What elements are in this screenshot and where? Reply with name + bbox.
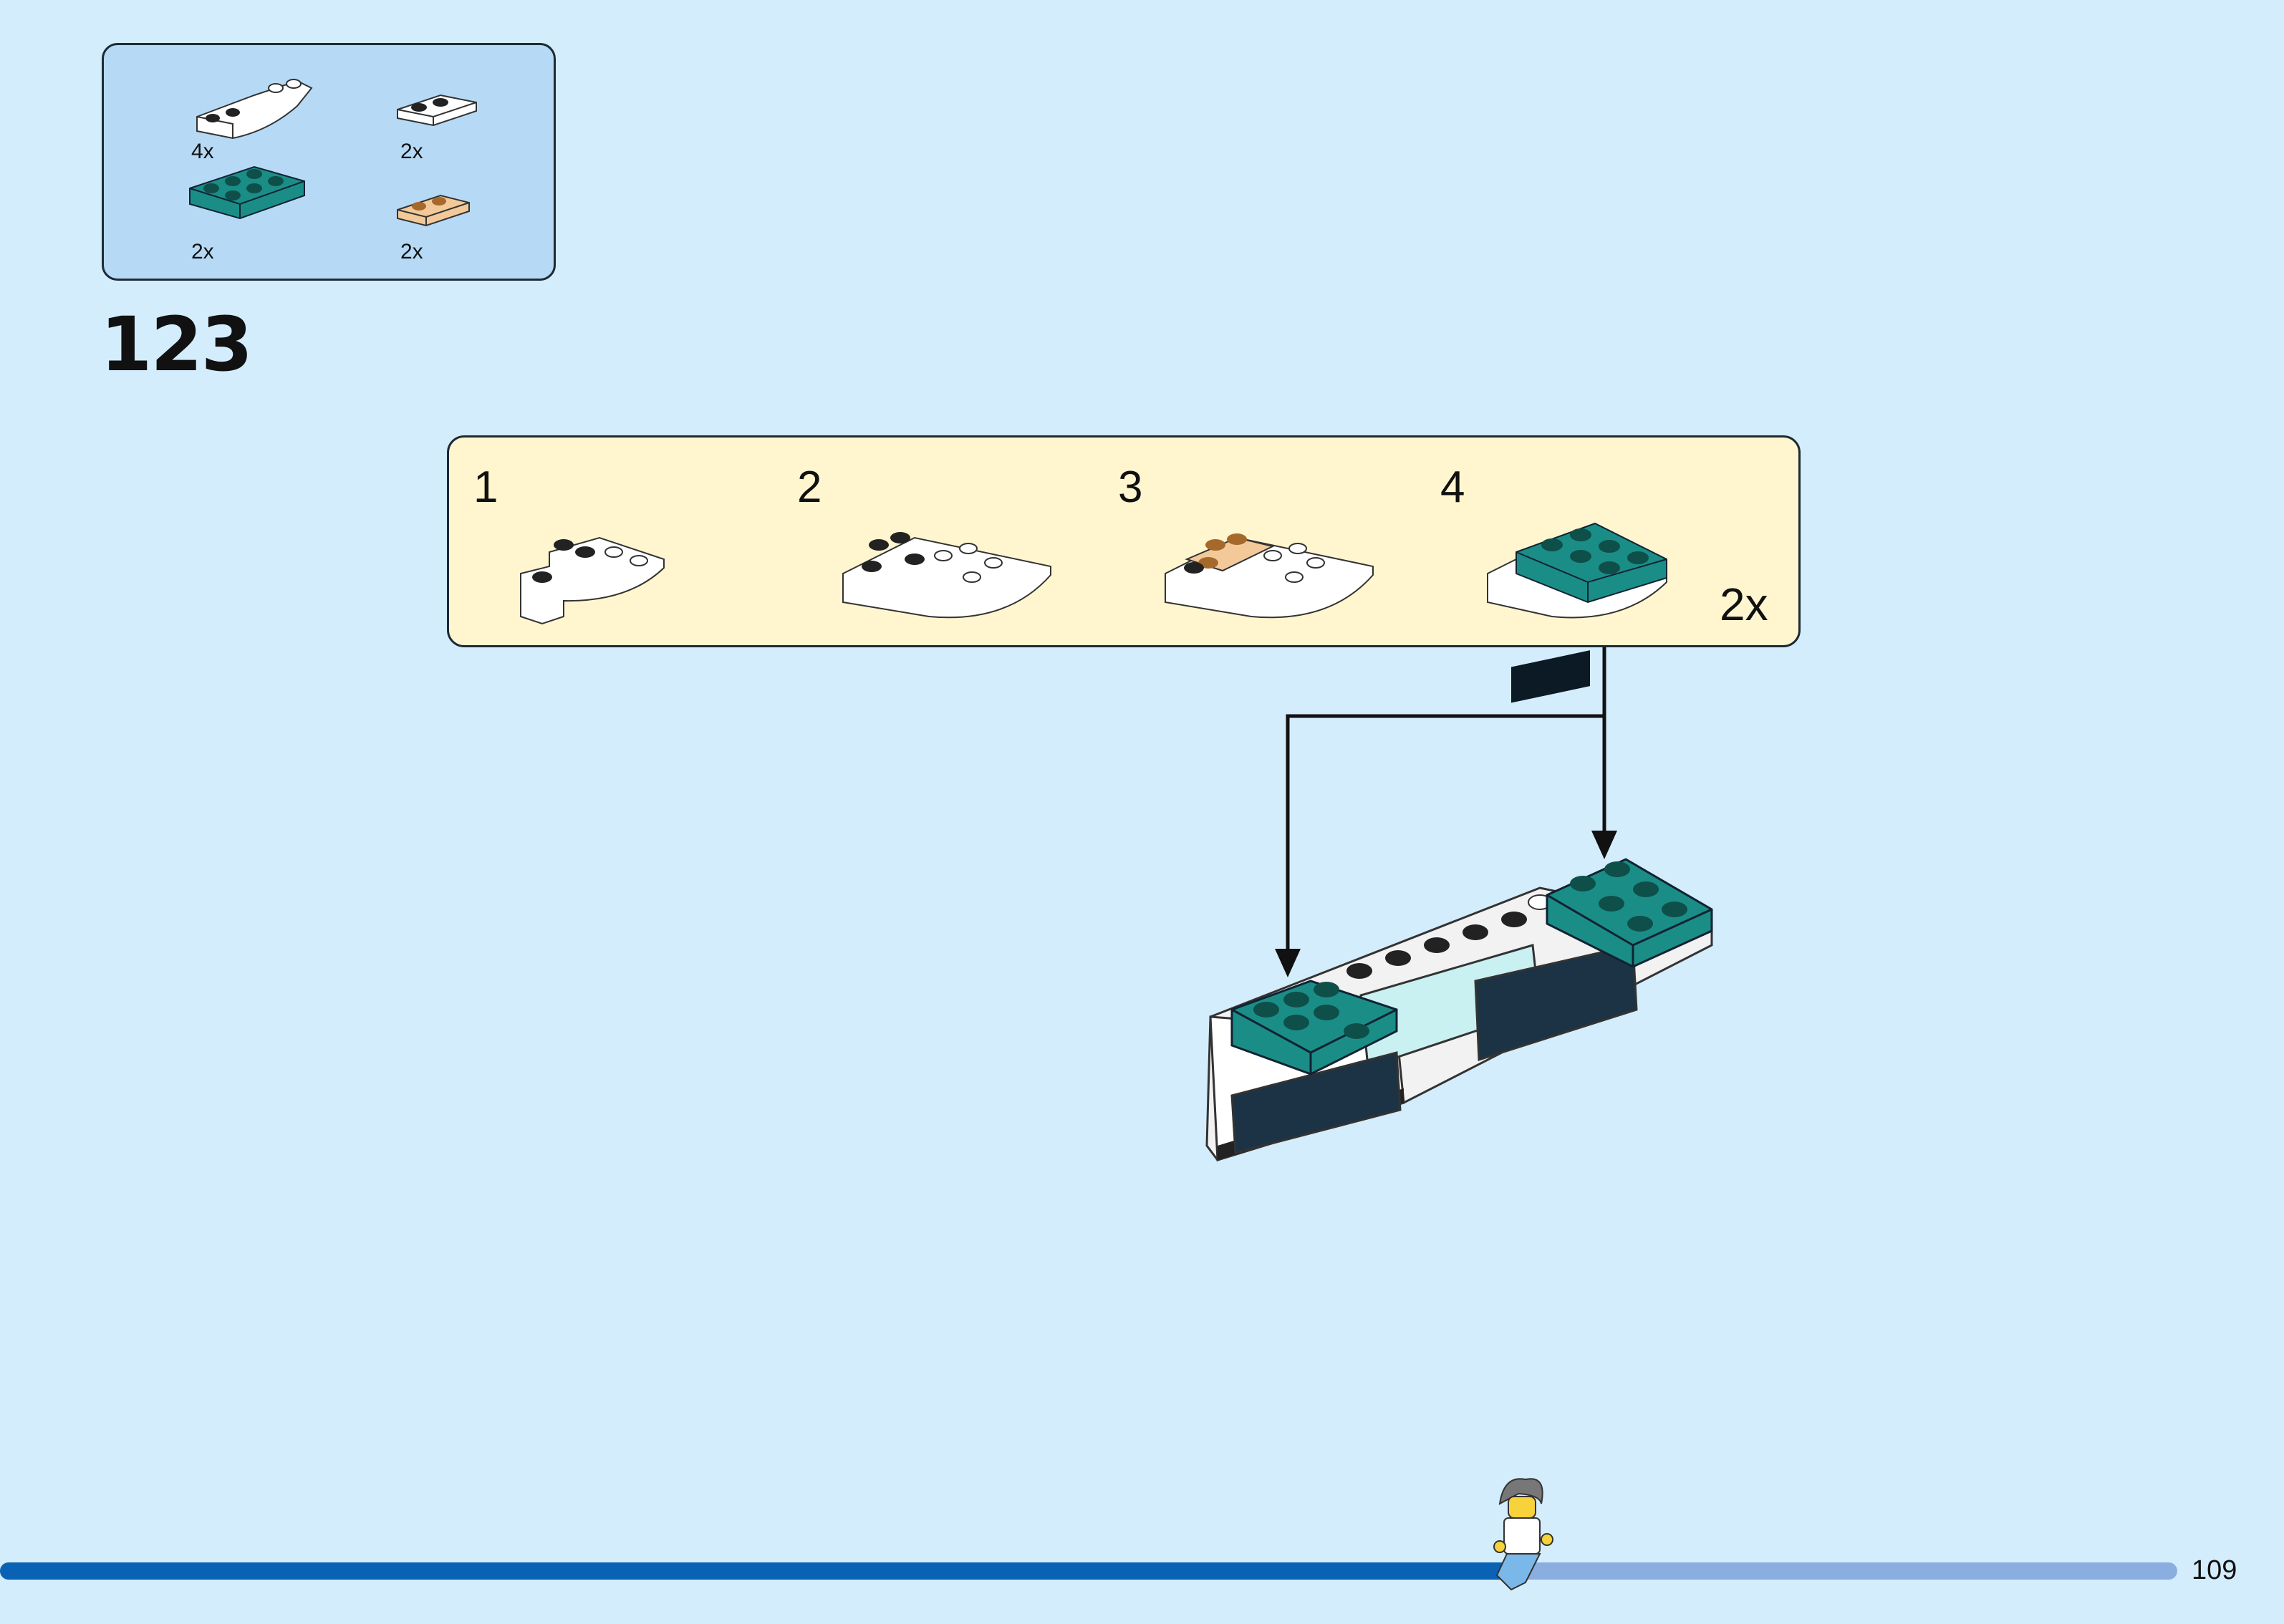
placement-arrows <box>1275 647 1617 977</box>
substep-label: 1 <box>473 463 498 512</box>
substep-3-illustration <box>1165 533 1374 619</box>
part-qty: 2x <box>400 240 423 264</box>
parts-callout: 4x 2x 2x 2x <box>102 43 556 281</box>
tan-plate-icon <box>397 194 470 227</box>
white-plate-icon <box>397 94 477 127</box>
progress-bar <box>0 1562 2177 1580</box>
substep-label: 3 <box>1118 463 1143 512</box>
page-number: 109 <box>2192 1555 2237 1585</box>
teal-plate-icon <box>189 165 305 220</box>
assembled-model <box>1205 650 1713 1162</box>
part-qty: 2x <box>400 140 423 163</box>
step-number: 123 <box>100 301 253 388</box>
substep-illustrations <box>520 522 1667 625</box>
substep-label: 2 <box>797 463 822 512</box>
subassembly-box: 1 2 3 4 2x <box>447 435 1801 647</box>
part-qty: 2x <box>191 240 214 264</box>
substep-1-illustration <box>520 536 665 625</box>
substep-label: 4 <box>1440 463 1465 512</box>
substep-2-illustration <box>842 532 1051 619</box>
minifigure-progress-marker <box>1493 1478 1553 1591</box>
parts-illustrations <box>189 79 477 227</box>
multiplier: 2x <box>1720 579 1768 630</box>
part-qty: 4x <box>191 140 214 163</box>
substep-4-illustration <box>1487 522 1667 619</box>
white-slope-plate-icon <box>196 79 313 140</box>
